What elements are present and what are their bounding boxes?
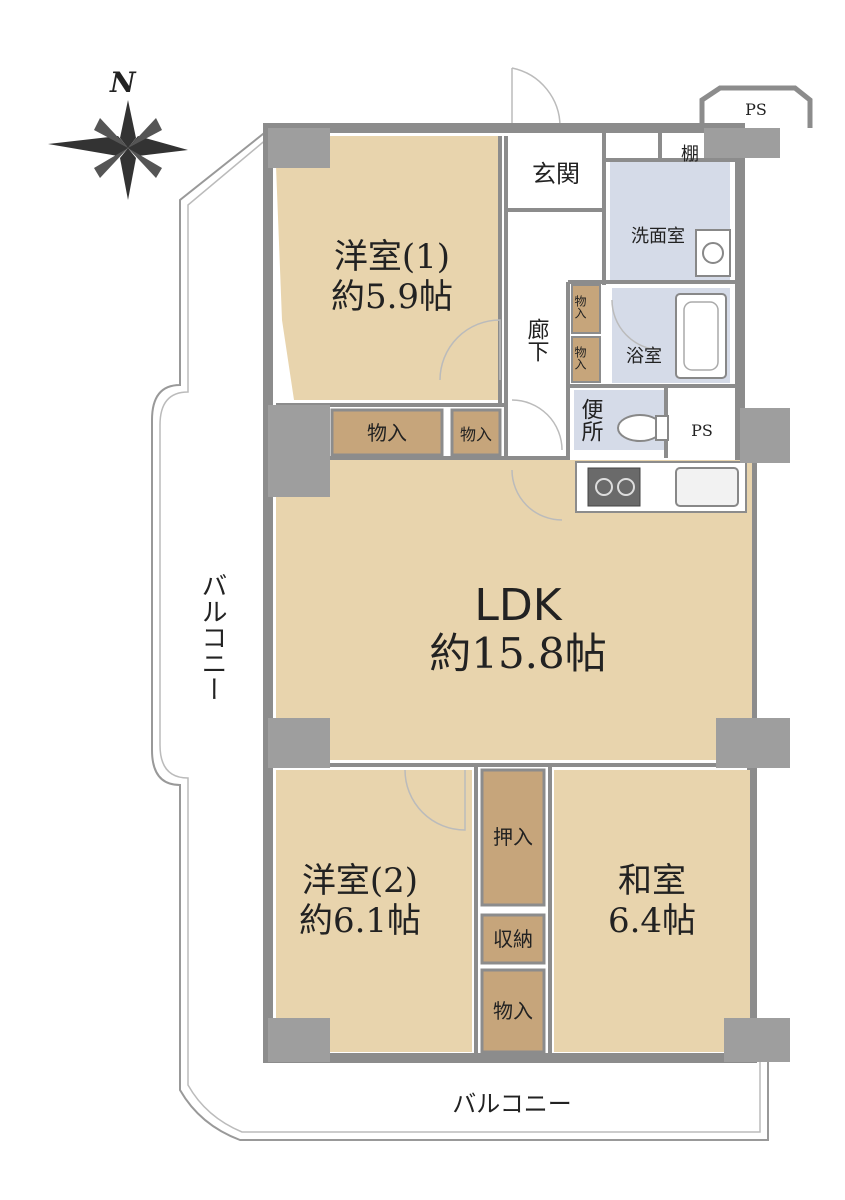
toilet-label: 便所	[578, 398, 604, 442]
closet-bottom	[480, 968, 546, 1054]
compass-rose-icon	[48, 100, 188, 200]
closet-large-label: 物入	[367, 421, 407, 445]
ldk-size: 約15.8帖	[429, 629, 607, 678]
closet-small-label: 物入	[460, 425, 492, 444]
ldk-name: LDK	[474, 580, 562, 631]
closet-hall-bottom-label: 物入	[573, 346, 587, 370]
bathtub-icon	[675, 293, 727, 379]
closet-hall-top-label: 物入	[573, 295, 587, 319]
western-room-2-size: 約6.1帖	[299, 901, 421, 941]
japanese-room-floor	[554, 770, 750, 1052]
sink-icon	[675, 467, 739, 507]
western-room-2-name: 洋室(2)	[302, 861, 418, 901]
shuno-label: 収納	[493, 927, 533, 951]
corridor-label: 廊下	[524, 318, 550, 362]
balcony-left-label: バルコニー	[197, 572, 227, 702]
washroom-label: 洗面室	[631, 226, 685, 247]
western-room-2-floor	[276, 770, 472, 1052]
north-label: N	[109, 66, 137, 99]
bathroom-label: 浴室	[626, 346, 662, 367]
balcony-bottom-label: バルコニー	[452, 1090, 572, 1118]
ps-toilet-label: PS	[691, 421, 713, 440]
closet-small	[450, 408, 502, 457]
shuno	[480, 913, 546, 965]
western-room-1-size: 約5.9帖	[331, 277, 453, 317]
ps-top-label: PS	[745, 100, 767, 119]
western-room-1-name: 洋室(1)	[334, 237, 450, 277]
closet-bottom-label: 物入	[493, 999, 533, 1023]
entrance-floor	[512, 136, 600, 208]
door-swings	[404, 299, 661, 831]
oshiire	[480, 768, 546, 907]
closet-hall-bottom	[571, 336, 601, 383]
entrance-door-swing	[511, 67, 561, 129]
ps-top-box	[699, 85, 813, 128]
western-room-1-floor	[276, 136, 500, 400]
japanese-room-name: 和室	[618, 861, 686, 901]
stove-icon	[587, 467, 641, 507]
balcony-outline	[151, 129, 769, 1141]
closet-large	[330, 408, 444, 457]
pillars	[268, 128, 790, 1062]
japanese-room-size: 6.4帖	[608, 901, 696, 941]
washbasin-icon	[695, 229, 731, 277]
balcony-outline-inner	[159, 137, 761, 1133]
closet-hall-top	[571, 284, 601, 334]
entrance-label: 玄関	[532, 160, 580, 188]
shelf-label: 棚	[681, 144, 699, 165]
oshiire-label: 押入	[493, 825, 533, 849]
